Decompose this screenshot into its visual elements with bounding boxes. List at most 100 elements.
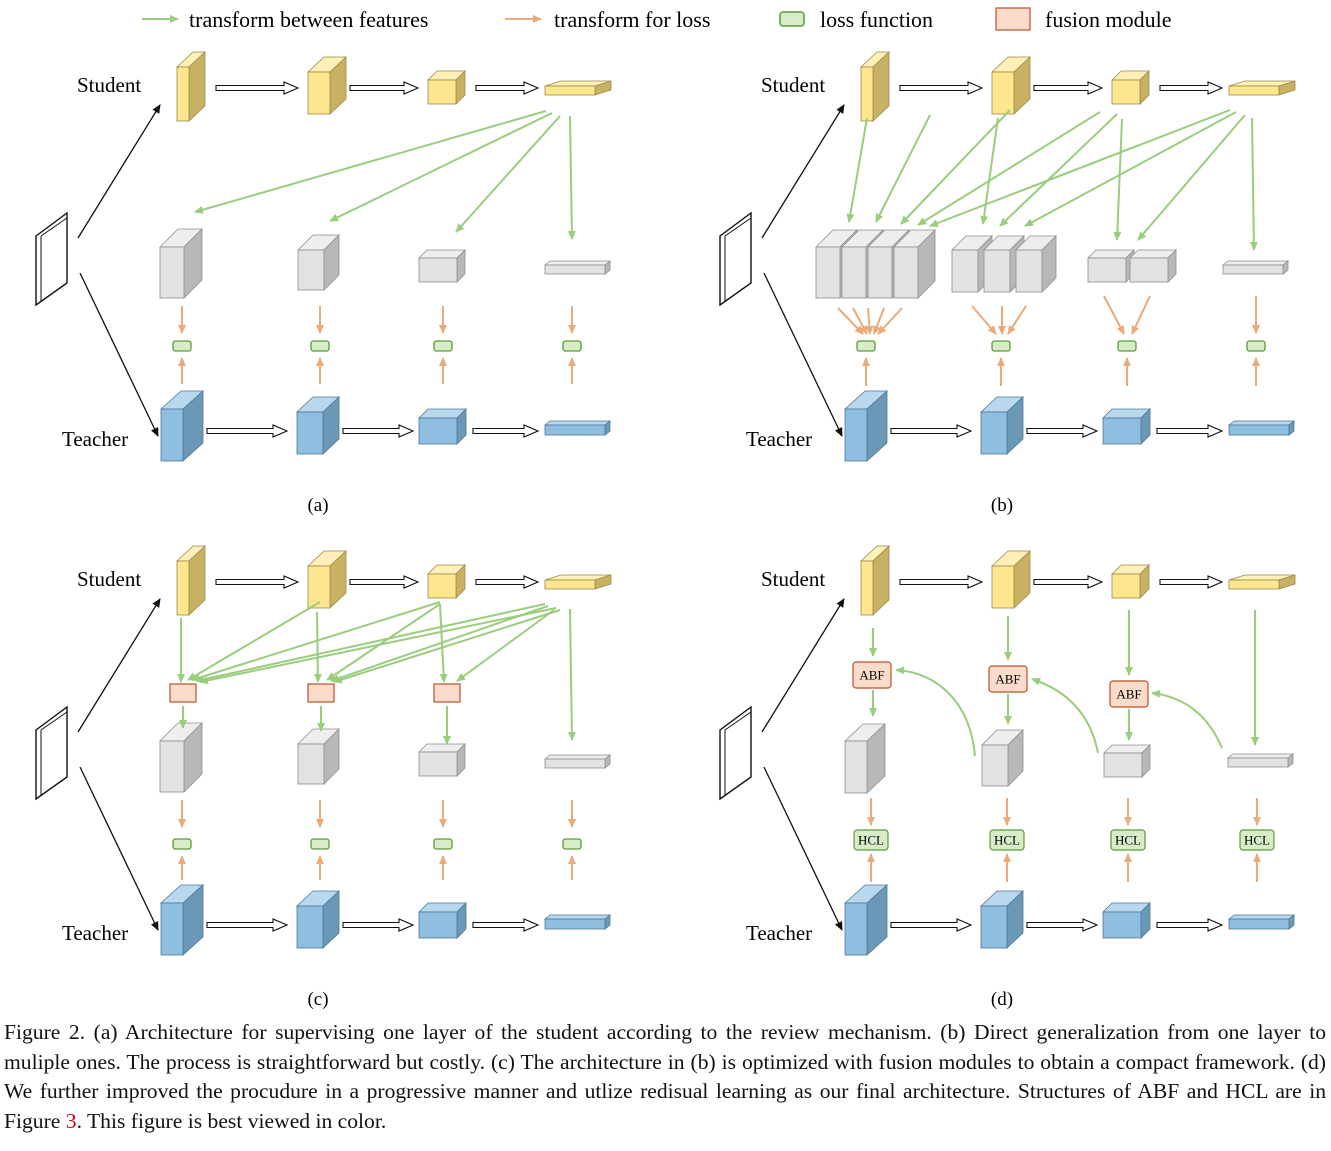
- panel-a-input-image: [35, 211, 68, 307]
- panel-a-loss-function-3: [433, 340, 453, 352]
- panel-d-teacher-feature-4: [1227, 914, 1296, 930]
- panel-c-student-feature-3: [427, 564, 466, 599]
- panel-b-loss-arrow-top-9: [1103, 295, 1125, 335]
- panel-b-input-to-student-arrow: [761, 104, 845, 239]
- panel-b-loss-function-3: [1117, 340, 1137, 352]
- panel-b-loss-arrow-top-5: [877, 307, 903, 335]
- panel-c-input-to-teacher-arrow: [79, 766, 159, 931]
- panel-b-student-flow-arrow-3: [1159, 81, 1224, 95]
- panel-c-label: (c): [307, 989, 328, 1010]
- panel-a-teacher-label: Teacher: [62, 427, 128, 451]
- panel-b-loss-arrow-top-6: [971, 305, 997, 335]
- panel-a-loss-function-2: [310, 340, 330, 352]
- panel-d-abf-box-1: ABF: [852, 661, 892, 689]
- panel-b-input-image: [719, 211, 752, 307]
- panel-c-teacher-feature-4: [543, 914, 612, 930]
- panel-a-review-arrow-2: [329, 112, 553, 222]
- panel-d-student-feature-2: [990, 550, 1032, 609]
- panel-d-transformed-feature-4: [1226, 753, 1295, 768]
- panel-d-teacher-flow-arrow-3: [1156, 918, 1224, 932]
- panel-a-teacher-feature-4: [543, 420, 612, 436]
- panel-c-teacher-feature-3: [418, 902, 467, 939]
- panel-d-hcl-box-4-label: HCL: [1244, 833, 1270, 848]
- panel-a-transformed-feature-4: [543, 260, 612, 275]
- panel-c-review-arrow-4: [187, 601, 321, 681]
- panel-c-teacher-flow-arrow-1: [206, 918, 289, 932]
- panel-c-review-arrow-5: [191, 601, 441, 682]
- panel-a-student-flow-arrow-1: [215, 81, 300, 95]
- panel-b-teacher-feature-1: [843, 390, 889, 462]
- panel-b-teacher-feature-4: [1227, 420, 1296, 436]
- panel-a-student-feature-3: [427, 70, 466, 105]
- panel-a-teacher-flow-arrow-2: [342, 424, 415, 438]
- panel-c-fusion-module-1: [169, 683, 197, 703]
- panel-c-student-label: Student: [77, 567, 141, 591]
- panel-b-teacher-feature-3: [1102, 408, 1151, 445]
- panel-b-review-arrow-3: [900, 109, 1011, 225]
- panel-a-review-arrow-3: [455, 115, 561, 233]
- panel-b-teacher-flow-arrow-1: [890, 424, 973, 438]
- legend-orange-arrow-label: transform for loss: [554, 7, 710, 32]
- panel-c-student-flow-arrow-3: [475, 575, 540, 589]
- panel-a-review-arrow-4: [567, 115, 576, 240]
- panel-d-label: (d): [991, 989, 1013, 1010]
- figure-diagram: transform between features transform for…: [35, 7, 1296, 1010]
- panel-d-hcl-box-2-label: HCL: [994, 833, 1020, 848]
- panel-c-review-arrow-8: [326, 603, 441, 681]
- panel-b-loss-arrow-top-10: [1131, 295, 1151, 335]
- panel-d-input-to-student-arrow: [761, 598, 845, 733]
- panel-c-student-flow-arrow-2: [349, 575, 420, 589]
- panel-d-student-feature-4: [1228, 574, 1296, 590]
- panel-b-teacher-flow-arrow-2: [1026, 424, 1099, 438]
- panel-b-review-arrow-1: [846, 117, 868, 223]
- panel-c-loss-function-4: [562, 838, 582, 850]
- panel-d-teacher-label: Teacher: [746, 921, 812, 945]
- panel-d-hcl-box-3: HCL: [1110, 829, 1146, 851]
- panel-b-teacher-flow-arrow-3: [1156, 424, 1224, 438]
- panel-c-fusion-module-3: [433, 683, 461, 703]
- panel-a-input-to-teacher-arrow: [79, 272, 159, 437]
- panel-b-loss-function-2: [991, 340, 1011, 352]
- caption-figure-link[interactable]: 3: [65, 1108, 77, 1133]
- panel-b-student-label: Student: [761, 73, 825, 97]
- panel-d-teacher-flow-arrow-1: [890, 918, 973, 932]
- panel-d-student-flow-arrow-2: [1033, 575, 1104, 589]
- panel-a-transformed-feature-2: [297, 234, 340, 291]
- panel-b-student-feature-2: [990, 56, 1032, 115]
- panel-c-transformed-feature-1: [159, 722, 203, 793]
- panel-a-review-arrow-1: [194, 110, 547, 214]
- panel-b-transformed-feature-2-3: [1015, 235, 1057, 293]
- panel-c-review-arrow-11: [456, 609, 555, 682]
- panel-b-review-arrow-11: [1249, 117, 1258, 251]
- panel-c-input-to-student-arrow: [77, 598, 161, 733]
- panel-b-student-flow-arrow-2: [1033, 81, 1104, 95]
- panel-c-review-arrow-6: [195, 603, 546, 684]
- panel-c-student-feature-1: [175, 545, 207, 616]
- panel-d-transformed-feature-3: [1103, 744, 1151, 778]
- panel-c-input-image: [35, 705, 68, 801]
- panel-c-teacher-flow-arrow-2: [342, 918, 415, 932]
- panel-c-teacher-flow-arrow-3: [472, 918, 540, 932]
- panel-a-student-label: Student: [77, 73, 141, 97]
- panel-b-loss-arrow-top-3: [865, 307, 874, 335]
- panel-d-teacher-feature-1: [843, 884, 889, 956]
- legend-fusion-box-icon: [995, 7, 1031, 31]
- panel-b-review-arrow-5: [929, 109, 1231, 227]
- panel-b-loss-arrow-top-2: [852, 307, 868, 335]
- panel-a-transformed-feature-3: [418, 249, 466, 283]
- panel-d-hcl-box-4: HCL: [1239, 829, 1275, 851]
- panel-c-transformed-feature-2: [297, 728, 340, 785]
- panel-b-student-feature-1: [859, 51, 891, 122]
- legend-green-arrow-label: transform between features: [189, 7, 428, 32]
- panel-b-loss-function-1: [856, 340, 876, 352]
- panel-a-student-flow-arrow-3: [475, 81, 540, 95]
- panel-a-student-flow-arrow-2: [349, 81, 420, 95]
- panel-d-abf-box-2: ABF: [988, 665, 1028, 693]
- panel-a-teacher-flow-arrow-3: [472, 424, 540, 438]
- panel-a-student-feature-4: [544, 80, 612, 96]
- panel-d-teacher-flow-arrow-2: [1026, 918, 1099, 932]
- panel-b-review-arrow-4: [917, 111, 1101, 226]
- panel-b-review-arrow-10: [1137, 114, 1246, 241]
